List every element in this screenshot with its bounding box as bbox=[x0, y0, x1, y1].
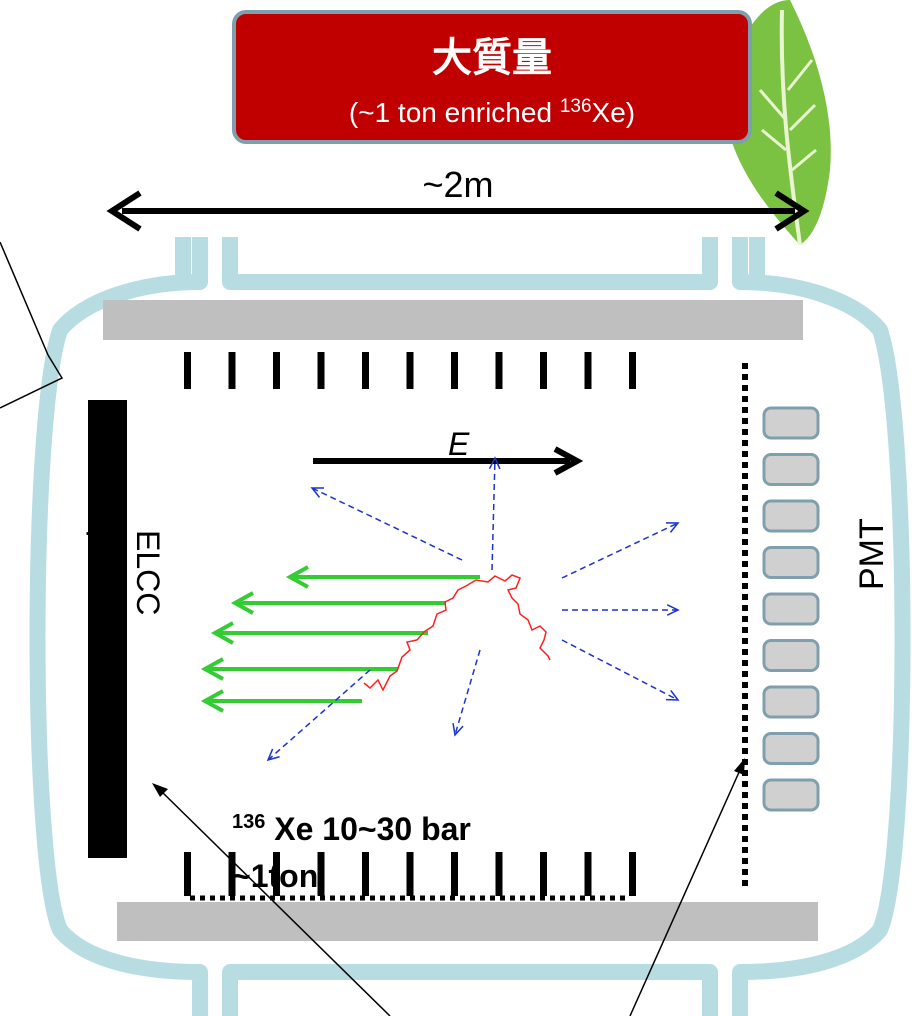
photon-arrowhead bbox=[310, 487, 325, 498]
electrode-bottom bbox=[406, 852, 414, 896]
double-arrow-icon bbox=[106, 190, 810, 232]
pmt bbox=[762, 639, 820, 672]
bottom-plate bbox=[117, 902, 818, 941]
electrode-top bbox=[273, 352, 280, 389]
subtitle-prefix: (~1 ton enriched bbox=[348, 97, 560, 128]
pmt bbox=[762, 732, 820, 765]
electrode-top bbox=[451, 352, 458, 389]
electrode-bottom bbox=[273, 852, 280, 896]
drift-arrowhead bbox=[200, 657, 224, 681]
ionization-drift-arrows bbox=[200, 565, 480, 713]
electrode-top bbox=[629, 352, 636, 389]
title-box: 大質量 (~1 ton enriched 136Xe) bbox=[232, 10, 752, 144]
pmt bbox=[762, 685, 820, 719]
electrode-bottom bbox=[228, 852, 236, 896]
electrode-bottom bbox=[451, 852, 458, 896]
electrode-top bbox=[495, 352, 503, 389]
field-arrow-icon bbox=[313, 446, 584, 476]
electrode-top bbox=[584, 352, 592, 389]
electrode-bottom bbox=[584, 852, 592, 896]
title-main: 大質量 bbox=[432, 35, 552, 81]
electrode-top bbox=[406, 352, 414, 389]
pmt-label: PMT bbox=[853, 518, 891, 590]
electrode-bottom bbox=[629, 852, 636, 896]
photon-ray bbox=[267, 669, 371, 761]
callout-pointer-left bbox=[0, 354, 64, 409]
dimension-label: ~2m bbox=[422, 164, 493, 205]
pmt bbox=[762, 546, 820, 579]
electron-track bbox=[363, 574, 551, 692]
pmt bbox=[762, 592, 820, 626]
photon-arrowhead bbox=[488, 456, 501, 470]
gas-label: 136 Xe 10~30 bar bbox=[232, 799, 471, 847]
electrode-top bbox=[184, 352, 191, 389]
electrode-bottom bbox=[540, 852, 547, 896]
gas-isotope: 136 bbox=[232, 811, 265, 833]
callout-line-left bbox=[0, 241, 49, 356]
photon-ray bbox=[454, 649, 481, 736]
photon-arrowhead bbox=[266, 748, 280, 762]
electrode-bottom bbox=[317, 852, 325, 896]
drift-arrowhead bbox=[200, 689, 224, 713]
scintillation-photons bbox=[266, 456, 680, 762]
subtitle-suffix: Xe) bbox=[591, 97, 636, 128]
photon-ray bbox=[491, 457, 496, 571]
callout-line-bottom-left bbox=[159, 789, 391, 1016]
elcc-plane-label: plane bbox=[86, 530, 122, 608]
elcc-label: ELCC bbox=[130, 530, 166, 615]
electrode-top bbox=[317, 352, 325, 389]
pmt bbox=[762, 453, 820, 486]
drift-arrowhead bbox=[230, 591, 254, 615]
photon-arrowhead bbox=[666, 604, 680, 616]
field-label: E bbox=[448, 426, 470, 462]
photon-arrowhead bbox=[665, 689, 680, 701]
electrode-bottom bbox=[362, 852, 369, 896]
subtitle-isotope: 136 bbox=[559, 96, 592, 117]
electrode-bottom bbox=[495, 852, 503, 896]
callout-line-bottom-right bbox=[629, 769, 741, 1016]
elcc-plane bbox=[88, 400, 127, 858]
photon-arrowhead bbox=[665, 522, 680, 533]
pmt bbox=[762, 778, 820, 812]
pmt bbox=[762, 406, 820, 440]
photon-ray bbox=[561, 639, 679, 701]
electrode-bottom bbox=[184, 852, 191, 896]
gas-text: Xe 10~30 bar bbox=[274, 811, 471, 847]
drift-arrowhead bbox=[210, 621, 234, 645]
field-cage-electrodes-top bbox=[184, 352, 636, 389]
title-subtitle: (~1 ton enriched 136Xe) bbox=[236, 90, 748, 130]
electrode-top bbox=[362, 352, 369, 389]
field-cage-electrodes-bottom bbox=[184, 852, 636, 896]
electrode-top bbox=[228, 352, 236, 389]
pmt bbox=[762, 499, 820, 533]
drift-arrowhead bbox=[285, 565, 309, 589]
photon-ray bbox=[561, 522, 679, 579]
pmt-array bbox=[762, 406, 820, 812]
photon-arrowhead bbox=[452, 723, 464, 737]
pressure-vessel bbox=[29, 237, 911, 1016]
electrode-top bbox=[540, 352, 547, 389]
top-plate bbox=[103, 300, 803, 340]
photon-ray bbox=[311, 487, 463, 561]
mass-label: ~1ton bbox=[232, 858, 318, 894]
